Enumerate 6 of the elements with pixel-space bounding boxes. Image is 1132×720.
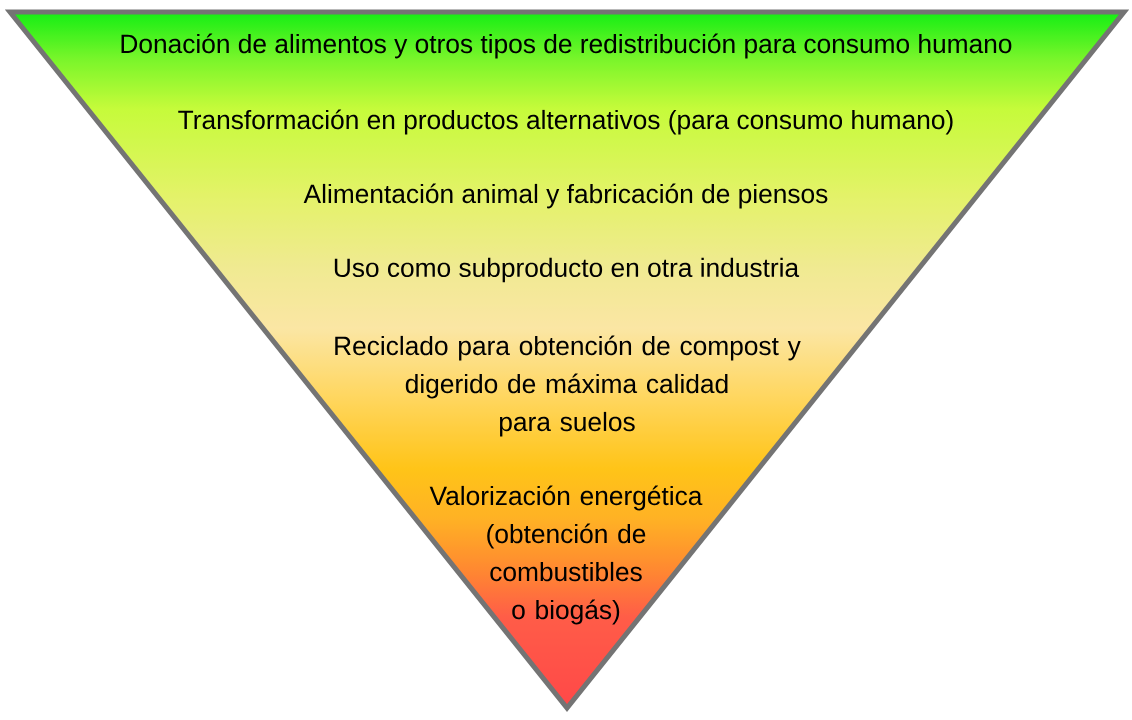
- pyramid-level-label: Donación de alimentos y otros tipos de redistribución para consumo humano: [121, 33, 1012, 59]
- pyramid-level-label: Valorización energética (obtención de combustibles o biogás): [429, 485, 703, 625]
- pyramid-level-label: Uso como subproducto en otra industria: [334, 257, 800, 283]
- pyramid-level-label: Alimentación animal y fabricación de piensos: [303, 183, 828, 209]
- pyramid-level-label: Transformación en productos alternativos (para consumo humano): [178, 109, 953, 135]
- pyramid-level-label: Reciclado para obtención de compost y digerido de máxima calidad para suelos: [335, 335, 801, 437]
